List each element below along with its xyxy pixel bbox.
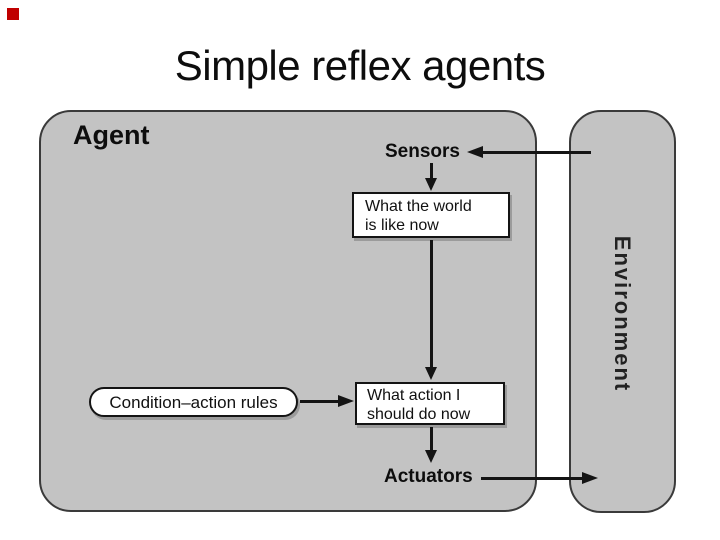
- state-box-line1: What the world: [365, 198, 472, 215]
- arrow-actuators-to-environment-head-icon: [582, 472, 598, 484]
- page-title: Simple reflex agents: [174, 42, 546, 89]
- arrow-state-to-action-head-icon: [425, 367, 437, 380]
- arrow-environment-to-sensors-line: [481, 151, 591, 154]
- arrow-state-to-action-line: [430, 240, 433, 369]
- environment-label: Environment: [610, 235, 635, 393]
- agent-panel: [39, 110, 537, 512]
- action-box: What action I should do now: [355, 382, 505, 425]
- sensors-label: Sensors: [385, 141, 460, 162]
- condition-action-rules-node: Condition–action rules: [89, 387, 298, 417]
- arrow-sensors-to-state-line: [430, 163, 433, 180]
- arrow-rules-to-action-head-icon: [338, 395, 354, 407]
- environment-panel: [569, 110, 676, 513]
- agent-label: Agent: [73, 120, 150, 150]
- arrow-sensors-to-state-head-icon: [425, 178, 437, 191]
- arrow-environment-to-sensors-head-icon: [467, 146, 483, 158]
- arrow-action-to-actuators-line: [430, 427, 433, 452]
- actuators-label: Actuators: [384, 466, 473, 487]
- action-box-line2: should do now: [367, 406, 471, 423]
- state-box-line2: is like now: [365, 217, 439, 234]
- arrow-actuators-to-environment-line: [481, 477, 583, 480]
- slide-template-marker: [7, 8, 19, 20]
- arrow-rules-to-action-line: [300, 400, 340, 403]
- arrow-action-to-actuators-head-icon: [425, 450, 437, 463]
- action-box-line1: What action I: [367, 387, 461, 404]
- state-box: What the world is like now: [352, 192, 510, 238]
